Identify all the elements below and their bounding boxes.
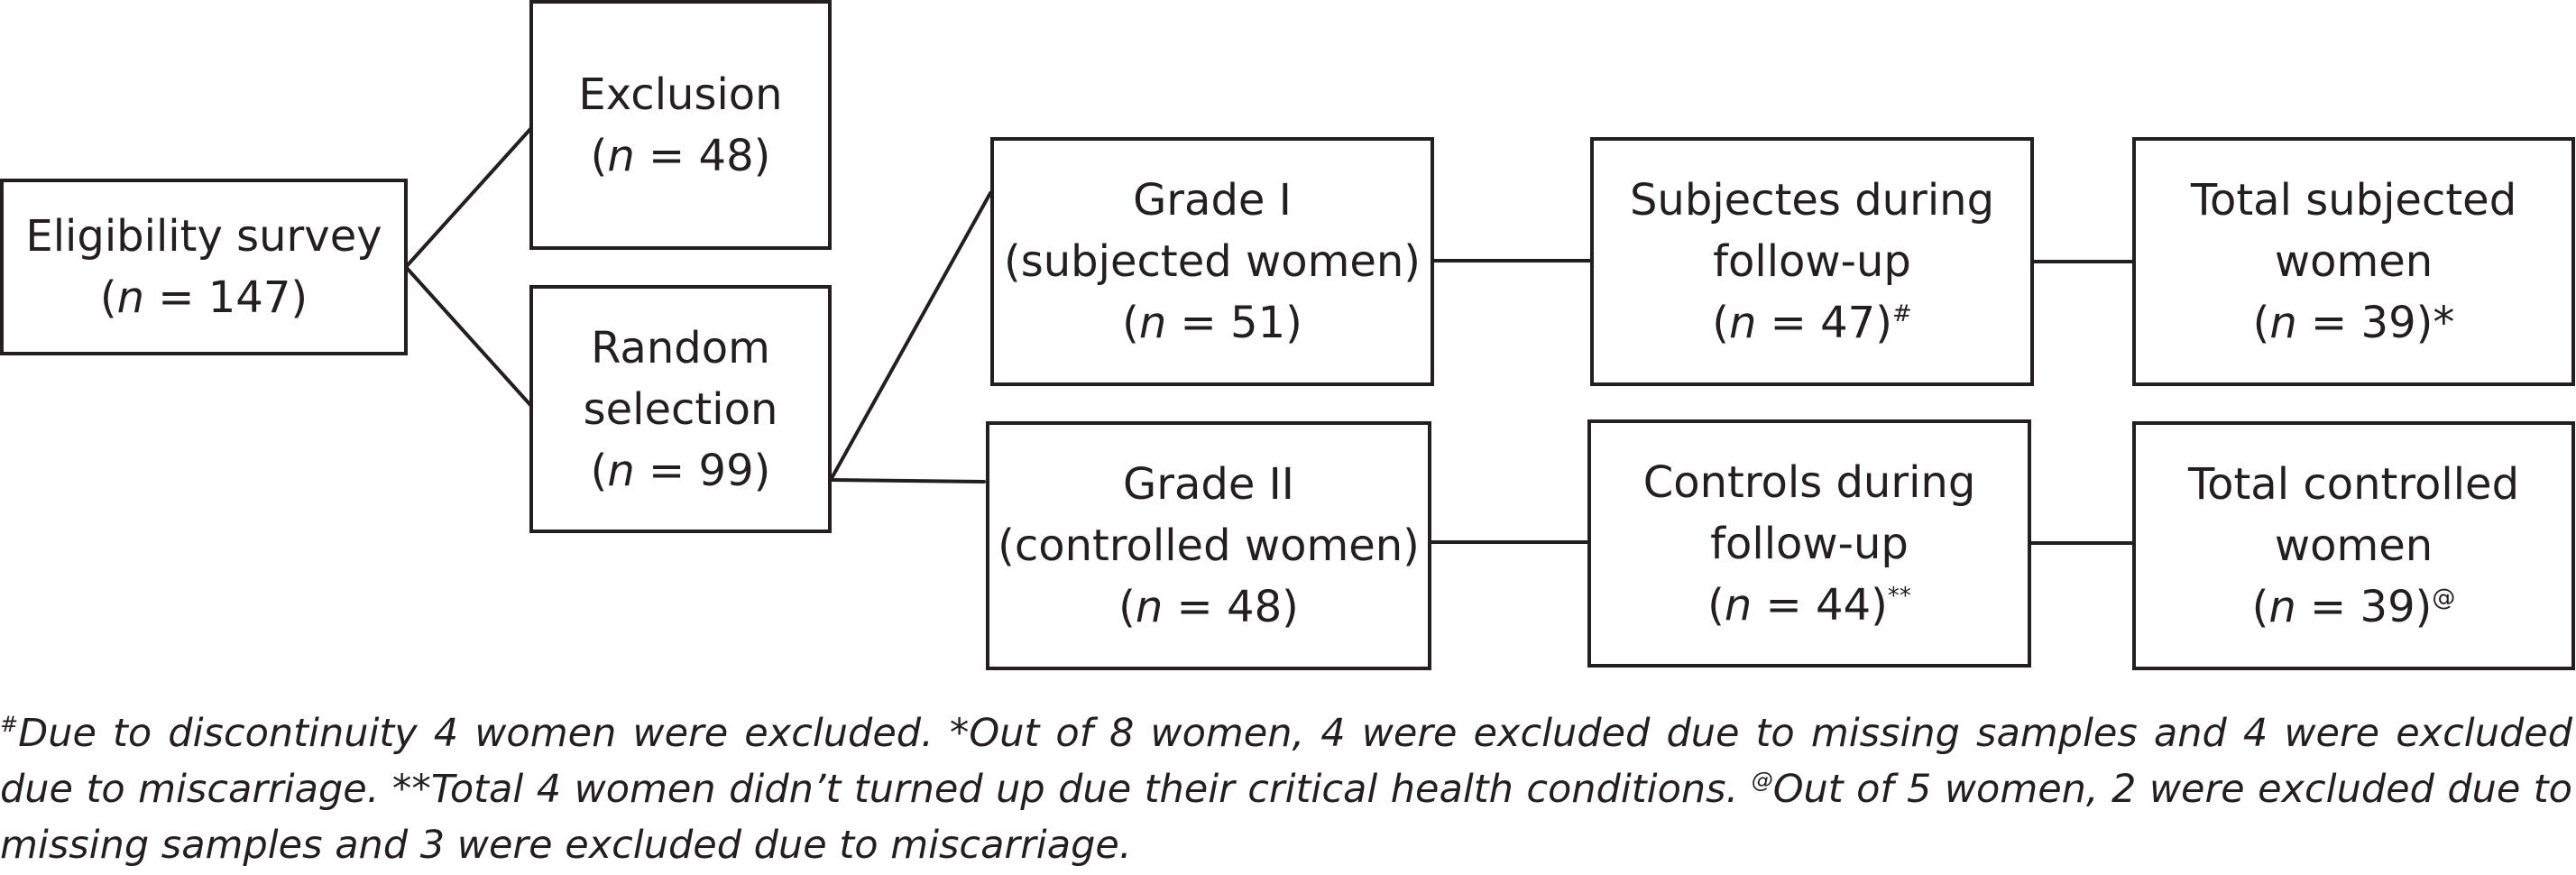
subjects-follow-up-title-1: Subjectes during [1629,175,1995,226]
connector-random-grade1 [829,191,992,482]
total-subjected-box: Total subjected women (n = 39)* [2132,137,2575,386]
controls-follow-up-title-1: Controls during [1642,456,1976,508]
eligibility-survey-title: Eligibility survey [25,211,382,262]
subjects-follow-up-count: (n = 47)# [1712,298,1912,348]
grade-1-box: Grade I (subjected women) (n = 51) [990,137,1434,386]
connector-eligibility-random [404,265,533,408]
total-subjected-footnote-mark: * [2433,298,2455,348]
footnote-mark-hash: # [0,712,19,737]
total-subjected-count: (n = 39)* [2252,298,2455,348]
total-subjected-title-1: Total subjected [2190,175,2517,226]
random-selection-title-2: selection [583,383,778,435]
controls-follow-up-box: Controls during follow-up (n = 44)** [1587,419,2031,668]
connector-eligibility-exclusion [404,126,533,269]
grade-1-subtitle: (subjected women) [1003,236,1421,287]
subjects-follow-up-footnote-mark: # [1891,300,1912,327]
controls-follow-up-count: (n = 44)** [1707,579,1911,631]
grade-1-count: (n = 51) [1122,298,1302,348]
footnote-mark-at: @ [1751,768,1773,793]
total-controlled-footnote-mark: @ [2432,585,2456,612]
controls-follow-up-title-2: follow-up [1710,518,1909,569]
controls-follow-up-footnote-mark: ** [1887,582,1911,610]
eligibility-survey-count: (n = 147) [99,272,308,323]
exclusion-count: (n = 48) [590,130,771,181]
random-selection-title-1: Random [591,322,770,373]
footnote: #Due to discontinuity 4 women were exclu… [0,705,2572,873]
eligibility-survey-box: Eligibility survey (n = 147) [0,179,408,355]
random-selection-box: Random selection (n = 99) [529,285,832,533]
random-selection-count: (n = 99) [590,445,771,496]
total-controlled-title-1: Total controlled [2187,459,2520,510]
total-subjected-title-2: women [2274,236,2433,287]
grade-1-title: Grade I [1133,175,1292,226]
exclusion-title: Exclusion [578,69,783,120]
footnote-text-2: Out of 5 women, 2 were excluded due to m… [0,767,2572,868]
grade-2-box: Grade II (controlled women) (n = 48) [986,421,1431,670]
subjects-follow-up-title-2: follow-up [1713,236,1911,287]
grade-2-subtitle: (controlled women) [998,520,1420,571]
grade-2-count: (n = 48) [1118,582,1299,632]
total-controlled-box: Total controlled women (n = 39)@ [2132,421,2575,670]
subjects-follow-up-box: Subjectes during follow-up (n = 47)# [1590,137,2034,386]
footnote-text-1: Due to discontinuity 4 women were exclud… [0,711,2572,812]
exclusion-box: Exclusion (n = 48) [529,0,832,250]
total-controlled-count: (n = 39)@ [2251,582,2456,632]
connector-random-grade2 [829,478,986,484]
grade-2-title: Grade II [1123,459,1294,510]
total-controlled-title-2: women [2274,520,2433,571]
